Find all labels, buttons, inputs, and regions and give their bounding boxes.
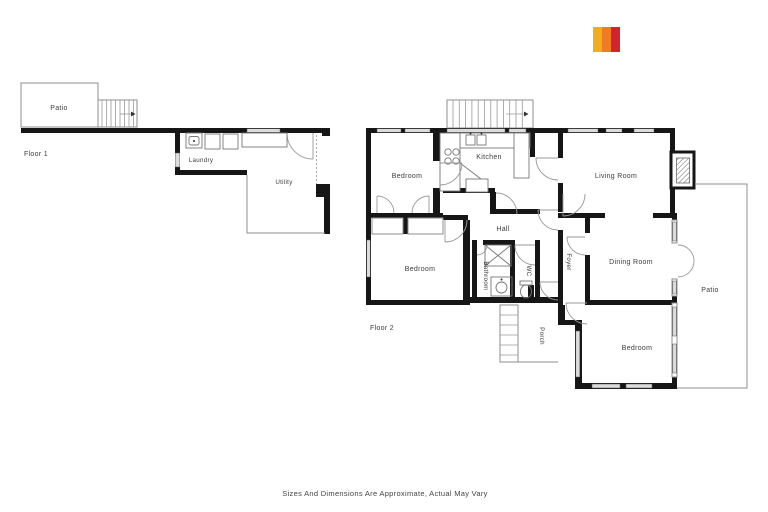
room-label-bedroom-left: Bedroom [405,266,436,273]
porch-steps [499,304,558,363]
brand-logo [593,27,620,52]
laundry-sink-icon [185,132,203,149]
bedroom-closets [371,217,444,235]
kitchen-counter-left [439,132,461,192]
floor1-utility-open-boundary [246,175,325,234]
room-label-foyer: Foyer [565,253,572,270]
room-label-dining-room: Dining Room [609,259,653,266]
washer-icon [204,133,221,150]
floor1-label: Floor 1 [24,151,48,158]
floor2-windows [366,128,655,389]
room-label-patio-f2: Patio [701,287,718,294]
floor2-label: Floor 2 [370,325,394,332]
kitchen-fixtures [439,132,531,193]
fireplace-icon [669,150,696,190]
toilet-icon [519,280,533,299]
room-label-patio-f1: Patio [50,105,67,112]
floor2-stairs [446,99,534,129]
floor2-plan: Bedroom Kitchen Living Room Hall Bedroom… [366,99,748,389]
room-label-bedroom-bottom: Bedroom [622,345,653,352]
laundry-counter [241,132,288,148]
room-label-bathroom: Bathroom [482,261,489,290]
dryer-icon [222,133,239,150]
hob-icon [444,148,460,165]
kitchen-tall-cabinet [513,132,530,179]
floor2-window-walls [671,219,678,378]
floor1-walls [21,128,330,234]
floor1-plan: Patio Laundry Utility Floor 1 [20,82,330,234]
disclaimer-text: Sizes And Dimensions Are Approximate, Ac… [282,489,487,498]
room-label-laundry: Laundry [189,157,214,164]
logo-stripe-red [611,27,620,52]
logo-stripe-yellow [593,27,602,52]
room-label-utility: Utility [275,179,293,186]
floor1-windows [175,128,281,168]
room-label-porch: Porch [538,327,545,345]
kitchen-cabinet [465,178,489,193]
floor2-patio-outline [677,183,748,389]
room-label-living-room: Living Room [595,173,637,180]
room-label-bedroom-top: Bedroom [392,173,423,180]
room-label-kitchen: Kitchen [476,154,501,161]
shower-icon [484,244,512,267]
room-label-hall: Hall [496,226,509,233]
floor1-stairs [97,99,138,128]
floor2-doors [376,157,695,325]
logo-stripe-orange [602,27,611,52]
kitchen-sink-icon [465,132,487,146]
basin-icon [490,276,513,297]
floor1-utility-door [286,132,314,160]
room-label-wc: WC [525,266,532,277]
counter-diagonal [459,162,482,180]
